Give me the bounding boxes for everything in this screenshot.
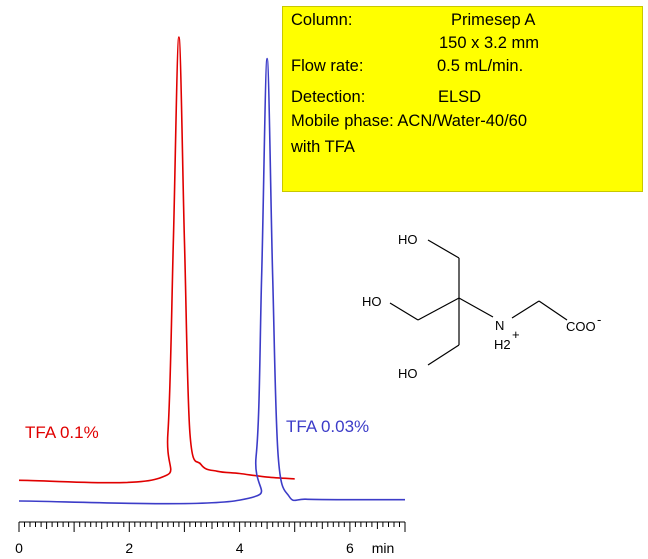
detection-label: Detection: [291, 88, 366, 106]
x-tick-label: 2 [125, 540, 133, 556]
chemical-structure: HO HO HO N H2 + COO - [362, 232, 601, 381]
x-tick-label: 4 [236, 540, 244, 556]
flow-rate-label: Flow rate: [291, 57, 364, 75]
series-label-tfa-01: TFA 0.1% [25, 423, 99, 442]
series-line-1 [18, 57, 405, 505]
n-label: N [495, 318, 504, 333]
flow-rate-value: 0.5 mL/min. [437, 57, 524, 75]
series-layer [18, 36, 405, 505]
bond [511, 300, 540, 319]
bond [538, 300, 568, 321]
column-label: Column: [291, 11, 353, 29]
x-tick-label: 0 [15, 540, 23, 556]
column-value: Primesep A [451, 11, 536, 29]
x-tick-label: 6 [346, 540, 354, 556]
detection-value: ELSD [438, 88, 482, 106]
bond [427, 239, 460, 259]
ho-bot-label: HO [398, 366, 418, 381]
ho-mid-label: HO [362, 294, 382, 309]
minus-label: - [597, 312, 601, 327]
bond [427, 344, 460, 366]
plus-label: + [512, 327, 520, 342]
mobile-phase-line2: with TFA [291, 138, 355, 156]
ho-top-label: HO [398, 232, 418, 247]
h2-label: H2 [494, 337, 511, 352]
bond [417, 297, 460, 321]
coo-label: COO [566, 319, 596, 334]
bond [458, 297, 494, 318]
bond [389, 302, 419, 321]
method-info-box: Column: Primesep A 150 x 3.2 mm Flow rat… [282, 6, 643, 192]
x-axis-unit-label: min [372, 540, 395, 556]
mobile-phase-line: Mobile phase: ACN/Water-40/60 [291, 112, 528, 130]
series-label-tfa-003: TFA 0.03% [286, 417, 370, 436]
column-dims: 150 x 3.2 mm [439, 34, 539, 52]
x-axis: 0 2 4 6 min [15, 521, 406, 556]
series-line-0 [18, 36, 295, 484]
